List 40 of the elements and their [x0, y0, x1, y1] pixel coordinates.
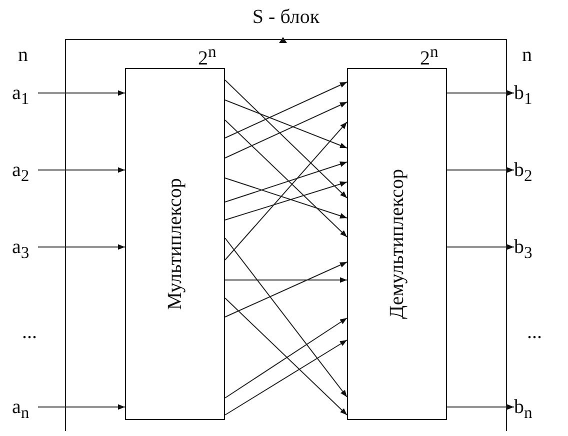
arrow — [224, 340, 348, 416]
arrow — [224, 82, 348, 138]
ellipsis: ... — [527, 322, 542, 342]
arrow — [224, 100, 348, 148]
arrow — [224, 238, 348, 398]
arrow — [224, 262, 348, 318]
signal-label: a$_{n}$ — [12, 397, 30, 422]
arrow — [224, 277, 348, 283]
block-label: Демультиплексор — [387, 169, 407, 319]
width-label: n — [18, 45, 28, 65]
arrow — [38, 244, 126, 250]
arrow — [38, 167, 126, 173]
width-label: 2$^{n}$ — [420, 44, 438, 69]
signal-label: b$_{1}$ — [514, 83, 532, 108]
signal-label: a$_{1}$ — [12, 83, 30, 108]
block-label: Мультиплексор — [165, 178, 185, 310]
block-box — [125, 68, 225, 420]
arrow — [224, 80, 348, 198]
arrow — [224, 318, 348, 398]
arrow — [224, 102, 348, 158]
arrow — [224, 120, 348, 238]
signal-label: b$_{n}$ — [514, 397, 532, 422]
arrow — [446, 167, 514, 173]
signal-label: b$_{3}$ — [514, 237, 532, 262]
width-label: 2$^{n}$ — [198, 44, 216, 69]
signal-label: b$_{2}$ — [514, 160, 532, 185]
ellipsis: ... — [22, 322, 37, 342]
block-title: S - блок — [252, 7, 320, 27]
block-box — [347, 68, 447, 420]
width-label: n — [522, 45, 532, 65]
arrow — [224, 122, 348, 260]
arrow — [446, 244, 514, 250]
arrow — [446, 404, 514, 410]
signal-label: a$_{3}$ — [12, 237, 30, 262]
arrow — [224, 298, 348, 416]
signal-label: a$_{2}$ — [12, 160, 30, 185]
arrow — [38, 90, 126, 96]
arrow — [224, 162, 348, 202]
arrow — [446, 90, 514, 96]
arrow — [38, 404, 126, 410]
